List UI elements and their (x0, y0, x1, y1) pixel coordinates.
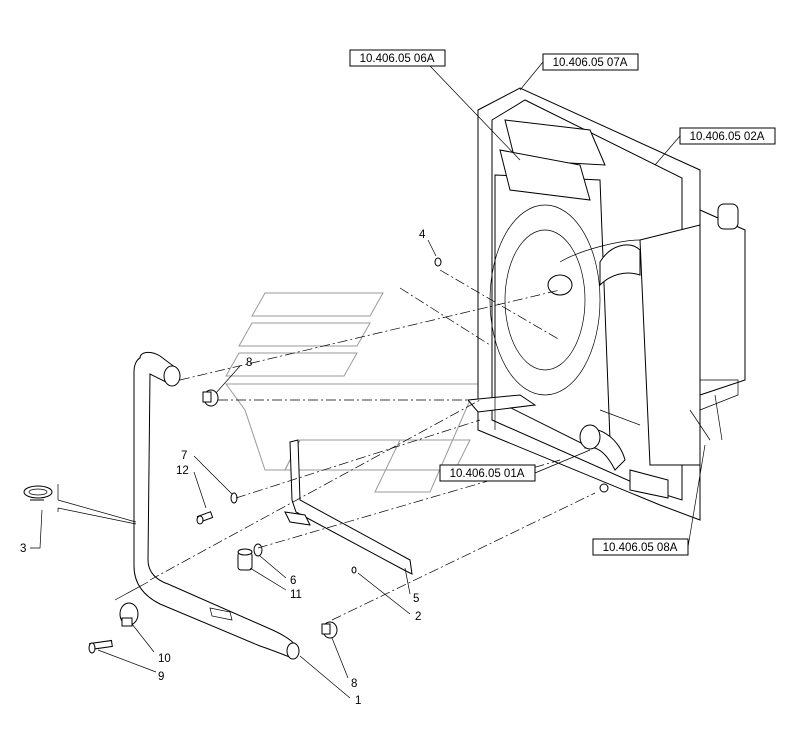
ref-label-01a: 10.406.05 01A (450, 468, 525, 480)
ref-box-08a[interactable]: 10.406.05 08A (592, 538, 689, 556)
ref-box-01a[interactable]: 10.406.05 01A (439, 464, 536, 482)
callout-9[interactable]: 9 (158, 671, 164, 683)
ref-box-06a[interactable]: 10.406.05 06A (349, 49, 446, 67)
callout-numbers: 1 2 3 4 5 6 7 8 8 9 10 11 12 (20, 229, 426, 707)
part-bolt-2 (351, 566, 357, 574)
callout-2[interactable]: 2 (415, 611, 421, 623)
callout-4[interactable]: 4 (419, 229, 426, 241)
callout-3[interactable]: 3 (20, 543, 26, 555)
ref-box-07a[interactable]: 10.406.05 07A (542, 53, 639, 71)
part-bolt-12 (196, 511, 214, 525)
callout-8-bottom[interactable]: 8 (351, 678, 357, 690)
part-washer-6 (253, 543, 263, 557)
ref-label-07a: 10.406.05 07A (553, 57, 628, 69)
part-bracket-5 (284, 439, 413, 575)
ref-label-06a: 10.406.05 06A (360, 53, 435, 65)
part-clamp-8-top (202, 389, 219, 407)
callout-12[interactable]: 12 (176, 465, 189, 477)
center-lines (149, 269, 596, 621)
callout-1[interactable]: 1 (355, 695, 361, 707)
callout-6[interactable]: 6 (290, 575, 296, 587)
part-clip-3 (23, 484, 59, 512)
part-bolt-9 (88, 639, 113, 654)
callout-7[interactable]: 7 (181, 450, 187, 462)
ref-label-02a: 10.406.05 02A (690, 131, 765, 143)
part-clamp-8-bottom (321, 621, 338, 639)
part-clamp-10 (119, 602, 139, 627)
part-tube-1 (133, 351, 300, 660)
part-bolt-4 (434, 257, 442, 267)
part-spacer-11 (237, 548, 253, 571)
callout-leaders (30, 239, 437, 699)
callout-8-top[interactable]: 8 (246, 357, 252, 369)
callout-10[interactable]: 10 (158, 653, 171, 665)
ref-label-08a: 10.406.05 08A (603, 542, 678, 554)
cooler-pack-assembly (467, 87, 746, 521)
callout-5[interactable]: 5 (413, 593, 419, 605)
ref-box-02a[interactable]: 10.406.05 02A (679, 127, 776, 145)
callout-11[interactable]: 11 (290, 589, 302, 601)
